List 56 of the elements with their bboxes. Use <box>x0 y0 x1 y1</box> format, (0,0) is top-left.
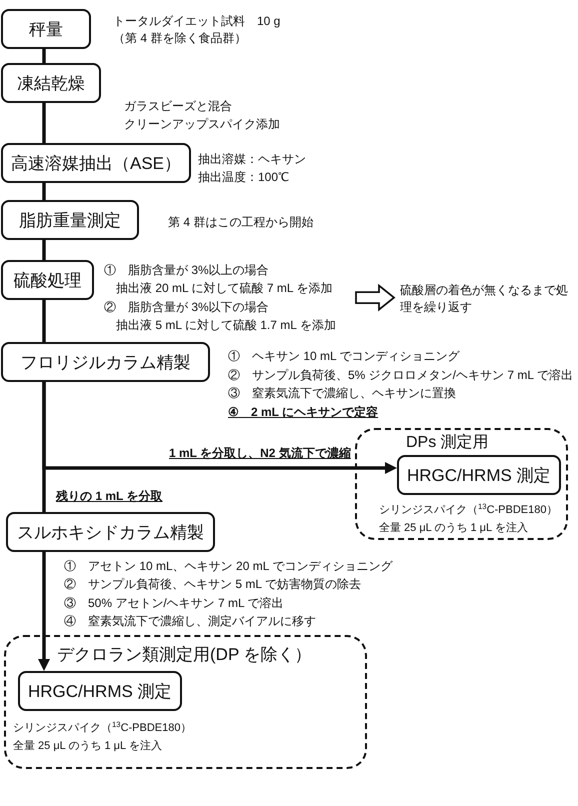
edge-label: 1 mL を分取し、N2 気流下で濃縮 <box>169 446 351 461</box>
step-label: 凍結乾燥 <box>17 72 85 94</box>
annotation-text: シリンジスパイク（$^{13}$C-PBDE180） <box>13 719 192 736</box>
annotation-text: ③ 50% アセトン/ヘキサン 7 mL で溶出 <box>64 594 284 612</box>
group-title: DPs 測定用 <box>406 433 489 453</box>
annotation-text: ① ヘキサン 10 mL でコンディショニング <box>228 348 460 365</box>
annotation-text: ガラスビーズと混合 <box>124 98 232 115</box>
arrow <box>38 552 50 671</box>
condition-text: ② 脂肪含量が 3%以下の場合 <box>104 298 269 316</box>
step-label: 脂肪重量測定 <box>19 210 121 230</box>
connector-line <box>42 240 46 260</box>
annotation-text: 抽出温度：100℃ <box>198 169 290 186</box>
connector-line <box>42 103 46 143</box>
condition-text: 抽出液 5 mL に対して硫酸 1.7 mL を添加 <box>116 316 336 334</box>
annotation-text: ② サンプル負荷後、ヘキサン 5 mL で妨害物質の除去 <box>64 576 361 594</box>
step-label: HRGC/HRMS 測定 <box>28 680 172 702</box>
process-box <box>1 342 210 382</box>
process-box <box>1 9 91 49</box>
connector-line <box>42 382 46 512</box>
annotation-text: ④ 窒素気流下で濃縮し、測定バイアルに移す <box>64 612 316 630</box>
dashed-group <box>355 428 568 540</box>
process-box <box>6 512 215 552</box>
step-label: 秤量 <box>29 18 63 40</box>
annotation-text: ③ 窒素気流下で濃縮し、ヘキサンに置換 <box>228 385 456 402</box>
process-box <box>1 143 192 183</box>
annotation-text: ① アセトン 10 mL、ヘキサン 20 mL でコンディショニング <box>64 558 392 575</box>
annotation-text: トータルダイエット試料 10 g <box>113 13 280 30</box>
condition-text: 抽出液 20 mL に対して硫酸 7 mL を添加 <box>116 280 332 298</box>
hollow-arrow <box>355 284 396 312</box>
annotation-text: ② サンプル負荷後、5% ジクロロメタン/ヘキサン 7 mL で溶出 <box>228 366 573 384</box>
step-label: 硫酸処理 <box>14 270 82 290</box>
connector-line <box>42 49 46 63</box>
step-label: 高速溶媒抽出（ASE） <box>11 152 182 174</box>
condition-text: ① 脂肪含量が 3%以上の場合 <box>104 262 269 279</box>
annotation-text: （第 4 群を除く食品群） <box>113 30 246 47</box>
annotation-text: クリーンアップスパイク添加 <box>124 116 280 133</box>
annotation-text: ④ 2 mL にヘキサンで定容 <box>228 404 378 422</box>
process-box <box>1 260 94 300</box>
annotation-text: 抽出溶媒：ヘキサン <box>198 151 306 168</box>
annotation-text: 全量 25 μL のうち 1 μL を注入 <box>379 520 528 536</box>
annotation-text: シリンジスパイク（$^{13}$C-PBDE180） <box>379 502 558 518</box>
dashed-group <box>4 635 367 769</box>
edge-label: 残りの 1 mL を分取 <box>56 489 162 504</box>
note-text: 硫酸層の着色が無くなるまで処理を繰り返す <box>400 282 569 316</box>
step-label: フロリジルカラム精製 <box>20 352 190 372</box>
connector-line <box>42 183 46 200</box>
step-label: HRGC/HRMS 測定 <box>407 464 551 486</box>
process-box <box>18 671 182 711</box>
process-box <box>1 200 139 240</box>
process-box <box>397 455 561 495</box>
process-box <box>1 63 101 103</box>
connector-line <box>42 300 46 342</box>
step-label: スルホキシドカラム精製 <box>17 522 204 542</box>
group-title: デクロラン類測定用(DP を除く） <box>57 645 312 665</box>
annotation-text: 第 4 群はこの工程から開始 <box>168 214 314 231</box>
annotation-text: 全量 25 μL のうち 1 μL を注入 <box>13 738 162 754</box>
